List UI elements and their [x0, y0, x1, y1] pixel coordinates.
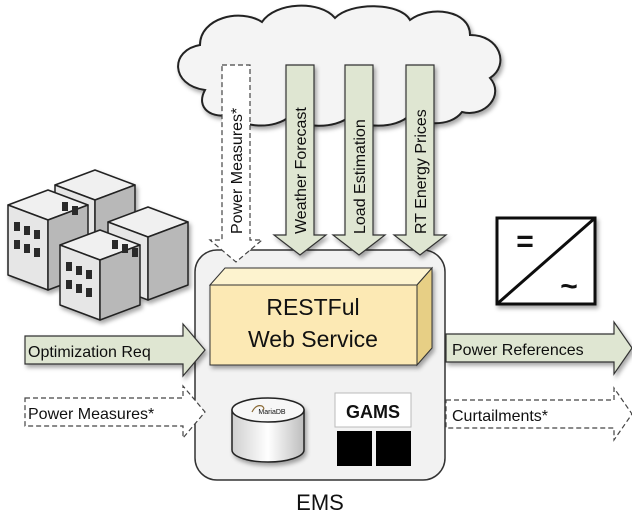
left-arrow-label: Optimization Req — [28, 344, 151, 361]
restful-service-block — [208, 266, 434, 367]
ems-label: EMS — [296, 490, 344, 515]
right-arrow-curtailments: Curtailments* — [445, 386, 632, 442]
service-line-1: RESTFul — [266, 294, 359, 320]
cloud-arrow-label: RT Energy Prices — [413, 109, 430, 234]
seal-icon — [251, 405, 265, 413]
database-icon — [231, 397, 305, 463]
inverter-dc-symbol: = — [516, 225, 534, 258]
inverter-icon — [495, 216, 597, 306]
cloud-arrow-weather-forecast: Weather Forecast — [272, 64, 328, 256]
service-line-2: Web Service — [248, 326, 378, 352]
right-arrow-power-references: Power References — [445, 320, 632, 376]
database-label: MariaDB — [258, 409, 286, 416]
right-arrow-label: Power References — [452, 342, 584, 359]
cloud-arrow-label: Load Estimation — [352, 119, 369, 234]
buildings-icon — [7, 169, 189, 321]
cloud-arrow-rt-energy-prices: RT Energy Prices — [392, 64, 448, 256]
left-arrow-label: Power Measures* — [28, 406, 154, 423]
inverter-ac-symbol: ~ — [560, 270, 578, 303]
cloud-arrow-power-measures: Power Measures* — [208, 64, 264, 263]
gams-label: GAMS — [346, 402, 400, 422]
right-arrow-label: Curtailments* — [452, 408, 548, 425]
cloud-arrow-label: Power Measures* — [229, 108, 246, 234]
cloud-arrow-load-estimation: Load Estimation — [331, 64, 387, 256]
left-arrow-optimization-req: Optimization Req — [24, 322, 206, 378]
cloud-arrow-label: Weather Forecast — [293, 107, 310, 234]
gams-icon — [334, 392, 412, 466]
left-arrow-power-measures: Power Measures* — [24, 384, 206, 440]
